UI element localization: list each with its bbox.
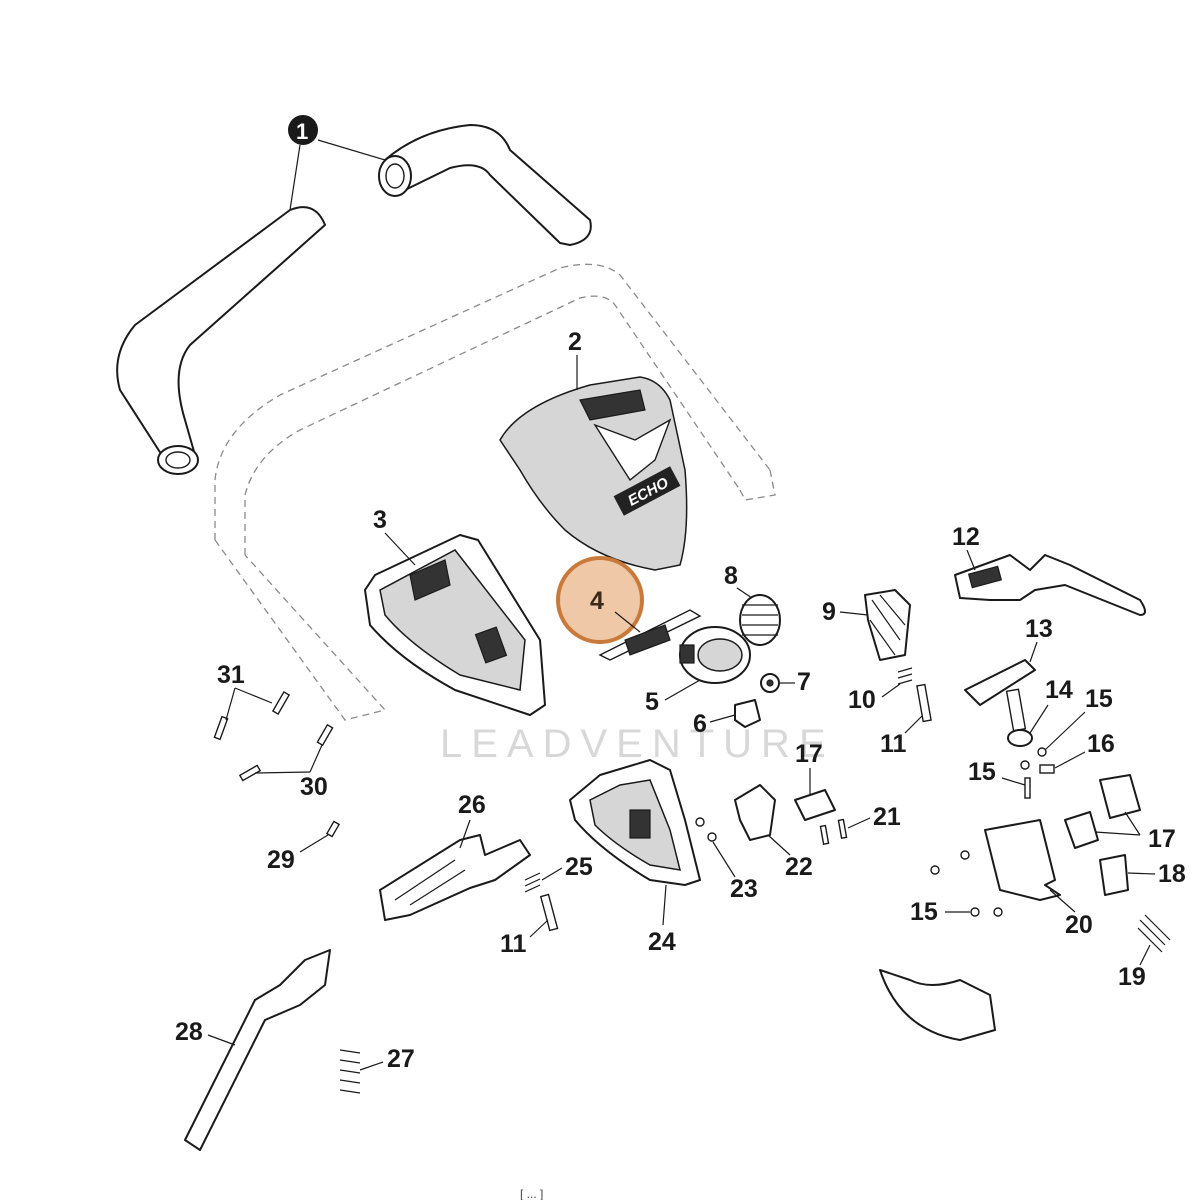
part-4-gasket[interactable] [598, 609, 702, 661]
handle-frame-outline [214, 263, 776, 721]
callout-19: 19 [1118, 963, 1146, 991]
callout-27: 27 [387, 1045, 415, 1073]
callout-29: 29 [267, 846, 295, 874]
part-11-pin-a[interactable] [916, 683, 932, 723]
callout-15-a: 15 [1085, 685, 1113, 713]
callout-28: 28 [175, 1018, 203, 1046]
callout-3: 3 [373, 506, 387, 534]
callout-16: 16 [1087, 730, 1115, 758]
part-19-spring[interactable] [1137, 914, 1171, 953]
callout-4-highlight[interactable]: 4 [556, 556, 644, 644]
callout-9: 9 [822, 598, 836, 626]
part-1-handle-grips[interactable] [116, 124, 592, 475]
callout-8: 8 [724, 562, 738, 590]
callout-5: 5 [645, 688, 659, 716]
part-16-insert[interactable] [1039, 764, 1055, 774]
part-30-screws[interactable] [238, 723, 334, 782]
callout-14: 14 [1045, 676, 1073, 704]
part-23-screws[interactable] [695, 817, 717, 842]
bottom-caption: [ ... ] [520, 1187, 543, 1200]
callout-11-b: 11 [500, 930, 527, 958]
part-12-lever[interactable] [954, 554, 1146, 616]
part-31-screws[interactable] [213, 691, 291, 741]
part-26-throttle-trigger[interactable] [379, 834, 531, 921]
part-5-gear-housing[interactable] [679, 626, 751, 684]
callout-25: 25 [565, 853, 593, 881]
callout-18: 18 [1158, 860, 1186, 888]
part-29-screw[interactable] [325, 820, 341, 838]
callout-labels: 2 3 5 6 7 8 9 10 11 12 13 14 15 16 15 17 [175, 328, 1186, 1073]
callout-24: 24 [648, 928, 676, 956]
part-22-latch[interactable] [734, 784, 776, 841]
callout-6: 6 [693, 710, 707, 738]
part-8-spring[interactable] [739, 594, 781, 646]
part-25-spring[interactable] [524, 872, 541, 893]
callout-20: 20 [1065, 911, 1093, 939]
part-11-pin-b[interactable] [539, 893, 559, 932]
part-17-switch-a[interactable] [794, 789, 836, 821]
callout-26: 26 [458, 791, 486, 819]
wire-harness[interactable] [879, 969, 996, 1041]
callout-17-b: 17 [1148, 825, 1176, 853]
callout-13: 13 [1025, 615, 1053, 643]
part-13-t-knob[interactable] [964, 659, 1036, 732]
part-3-lower-housing[interactable] [364, 534, 546, 716]
watermark-text: LEADVENTURE [440, 722, 835, 766]
callout-15-b: 15 [968, 758, 996, 786]
callout-7: 7 [797, 668, 811, 696]
part-21-pins[interactable] [819, 818, 848, 846]
callout-31: 31 [217, 661, 245, 689]
callout-23: 23 [730, 875, 758, 903]
part-27-spring[interactable] [339, 1049, 361, 1094]
part-9-trigger-cover[interactable] [864, 589, 911, 661]
part-15-screws-b[interactable] [930, 850, 1003, 917]
callout-11-a: 11 [880, 730, 907, 758]
callout-2: 2 [568, 328, 582, 356]
part-28-lever[interactable] [184, 949, 331, 1151]
part-6-bracket[interactable] [734, 699, 761, 728]
svg-text:1: 1 [296, 119, 308, 144]
part-14-clip[interactable] [1007, 729, 1033, 747]
callout-15-c: 15 [910, 898, 938, 926]
part-24-lower-housing[interactable] [569, 759, 701, 886]
callout-12: 12 [952, 523, 980, 551]
part-7-gear[interactable] [760, 673, 780, 693]
part-2-top-cover[interactable]: ECHO [499, 376, 688, 571]
callout-4: 4 [590, 587, 604, 615]
part-15-screws-a[interactable] [1020, 747, 1047, 799]
callout-30: 30 [300, 773, 328, 801]
callout-22: 22 [785, 853, 813, 881]
part-17-switch-b[interactable] [1064, 774, 1141, 849]
part-10-spring[interactable] [897, 667, 913, 685]
callout-1: 1 [288, 115, 386, 211]
callout-10: 10 [848, 686, 876, 714]
part-18-terminal[interactable] [1099, 854, 1129, 896]
part-20-bracket[interactable] [984, 819, 1061, 901]
callout-17-a: 17 [795, 740, 823, 768]
callout-21: 21 [873, 803, 901, 831]
